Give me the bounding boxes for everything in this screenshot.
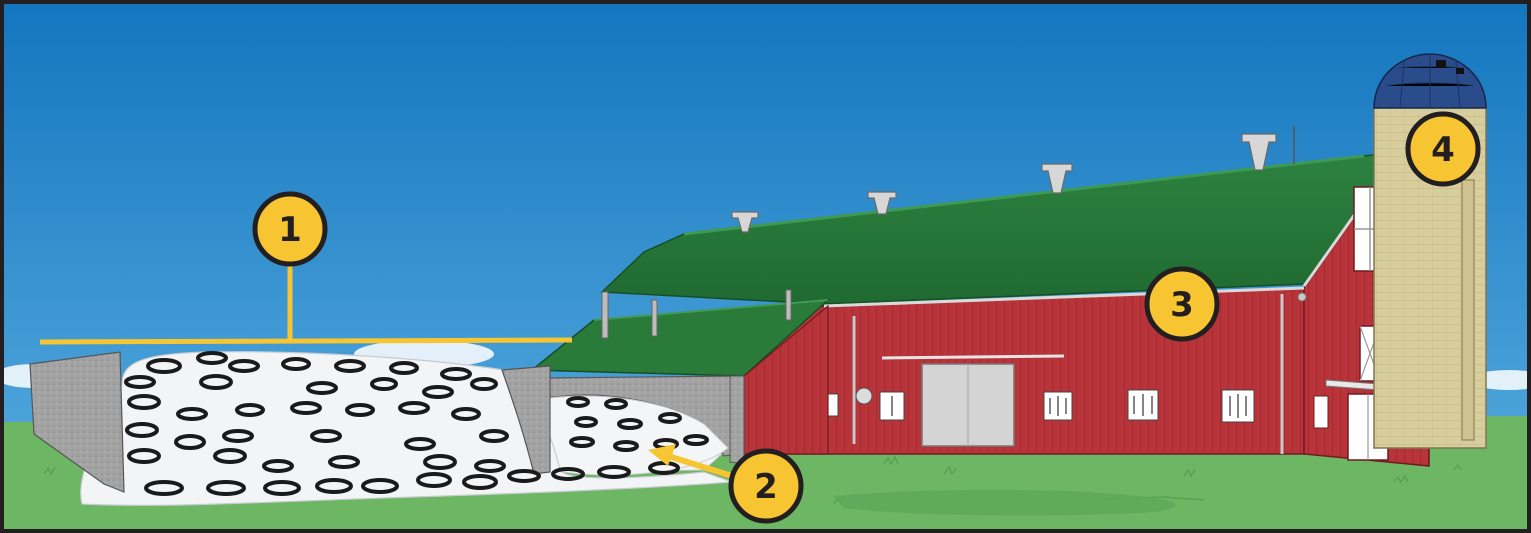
svg-text:3: 3 xyxy=(1170,285,1194,325)
bunker-wall-right xyxy=(730,376,744,464)
tower-silo xyxy=(1374,54,1486,448)
svg-text:2: 2 xyxy=(754,467,778,507)
callout-4: 4 xyxy=(1408,114,1478,184)
callout-2: 2 xyxy=(731,451,801,521)
callout-3: 3 xyxy=(1147,269,1217,339)
silo-chute xyxy=(1462,180,1474,440)
svg-text:1: 1 xyxy=(278,210,302,250)
svg-text:4: 4 xyxy=(1431,130,1455,170)
farm-illustration: 1 2 3 4 xyxy=(4,4,1527,529)
callout-1: 1 xyxy=(255,194,325,264)
